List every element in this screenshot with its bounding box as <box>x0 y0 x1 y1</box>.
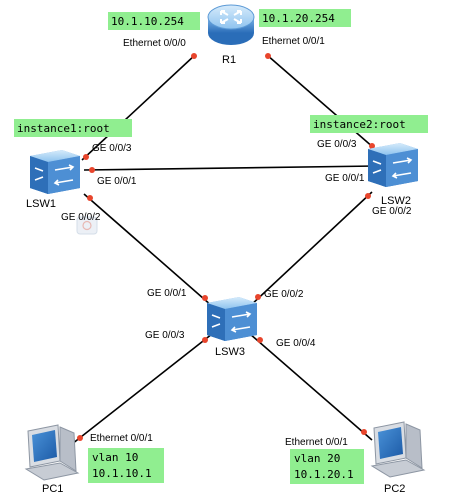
port-dot-lsw3-right <box>255 294 261 300</box>
link-lsw2-lsw3 <box>249 191 373 307</box>
port-label-lsw3-left: GE 0/0/1 <box>147 288 187 299</box>
watermark-icon <box>76 216 98 235</box>
vlan-tag-pc2: vlan 20 <box>294 452 340 465</box>
port-dot-r1-right <box>265 53 271 59</box>
port-dot-lsw1-across <box>89 167 95 173</box>
link-r1-lsw1 <box>81 54 196 161</box>
port-label-lsw2-across: GE 0/0/1 <box>325 173 365 184</box>
pc-icon[interactable] <box>370 421 426 478</box>
vlan-tag-pc1: vlan 10 <box>92 451 138 464</box>
port-label-lsw2-down: GE 0/0/2 <box>372 206 412 217</box>
link-lsw3-pc1 <box>71 333 213 445</box>
port-dot-pc1 <box>77 435 83 441</box>
port-label-lsw1-down: GE 0/0/2 <box>61 212 101 223</box>
link-lsw3-pc2 <box>249 333 373 441</box>
port-dot-lsw2-up <box>369 143 375 149</box>
ip-tag-box-r1-right <box>259 9 351 27</box>
link-lsw1-lsw3 <box>83 193 213 307</box>
link-r1-lsw2 <box>266 54 375 149</box>
switch-icon[interactable] <box>30 150 80 194</box>
device-label-r1: R1 <box>222 54 236 66</box>
switch-icon[interactable] <box>368 143 418 187</box>
device-label-pc1: PC1 <box>42 483 63 495</box>
port-dot-lsw3-pc1 <box>202 337 208 343</box>
port-dot-lsw3-pc2 <box>257 337 263 343</box>
port-label-r1-left: Ethernet 0/0/0 <box>123 38 186 49</box>
device-label-lsw1: LSW1 <box>26 198 56 210</box>
port-label-lsw2-up: GE 0/0/3 <box>317 139 357 150</box>
vlan-tag-box-pc1 <box>88 448 164 483</box>
port-label-lsw1-up: GE 0/0/3 <box>92 143 132 154</box>
port-label-pc2: Ethernet 0/0/1 <box>285 437 348 448</box>
port-label-pc1: Ethernet 0/0/1 <box>90 433 153 444</box>
port-dot-pc2 <box>361 429 367 435</box>
port-label-lsw3-pc1: GE 0/0/3 <box>145 330 185 341</box>
port-label-r1-right: Ethernet 0/0/1 <box>262 36 325 47</box>
port-dot-lsw1-up <box>83 154 89 160</box>
port-dot-lsw2-down <box>365 193 371 199</box>
ip-tag-pc1: 10.1.10.1 <box>92 467 152 480</box>
ip-tag-r1-right: 10.1.20.254 <box>262 12 335 25</box>
pc-icon[interactable] <box>24 424 80 481</box>
router-icon[interactable] <box>207 4 255 45</box>
device-label-lsw3: LSW3 <box>215 346 245 358</box>
instance-tag-lsw2: instance2:root <box>313 118 406 131</box>
port-dot-r1-left <box>191 53 197 59</box>
ip-tag-r1-left: 10.1.10.254 <box>111 15 184 28</box>
instance-tag-lsw1: instance1:root <box>17 122 110 135</box>
switch-icon[interactable] <box>207 297 257 341</box>
link-lsw1-lsw2 <box>83 165 377 171</box>
instance-tag-box-lsw1 <box>14 119 132 137</box>
port-label-lsw3-right: GE 0/0/2 <box>264 289 304 300</box>
instance-tag-box-lsw2 <box>310 115 428 133</box>
ip-tag-box-r1-left <box>108 12 200 30</box>
port-label-lsw1-across: GE 0/0/1 <box>97 176 137 187</box>
port-dot-lsw3-left <box>202 295 208 301</box>
vlan-tag-box-pc2 <box>290 449 364 484</box>
port-label-lsw3-pc2: GE 0/0/4 <box>276 338 316 349</box>
device-label-pc2: PC2 <box>384 483 405 495</box>
ip-tag-pc2: 10.1.20.1 <box>294 468 354 481</box>
device-label-lsw2: LSW2 <box>381 195 411 207</box>
port-dot-lsw1-down <box>87 195 93 201</box>
